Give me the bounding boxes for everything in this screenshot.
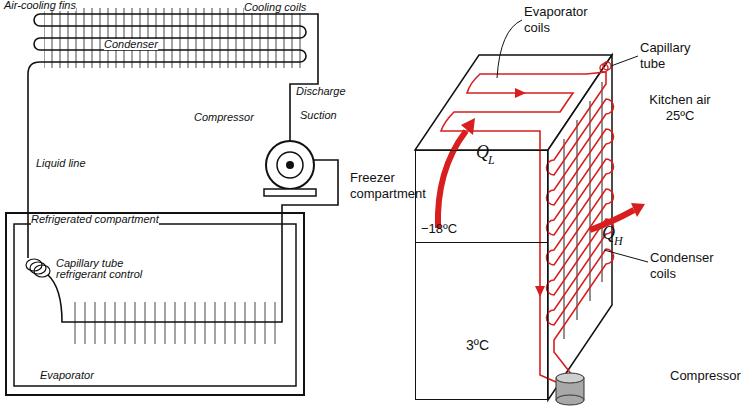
heat-subscript: L (488, 154, 495, 166)
part-label: Freezer compartment (350, 170, 432, 202)
evaporator-fins (70, 302, 276, 344)
compressor-body (266, 141, 314, 189)
heat-symbol: Q (602, 224, 615, 242)
flow-arrow (535, 286, 545, 297)
part-label: Capillary tube (640, 40, 702, 72)
flow-arrow (515, 88, 526, 98)
part-label: Compressor (194, 112, 254, 123)
heat-arrow-head (461, 118, 475, 135)
part-label: Compressor (670, 368, 741, 384)
heat-subscript: H (614, 235, 623, 247)
part-label: Discharge (296, 86, 346, 97)
heat-arrow (438, 131, 466, 228)
capillary-coil (603, 62, 611, 70)
capillary-coil (34, 265, 50, 277)
part-label: Capillary tube refrigerant control (56, 258, 166, 280)
part-label: Liquid line (36, 158, 86, 169)
freezer-section: −18ºC (415, 150, 548, 243)
fridge-section: 3ºC (415, 242, 548, 401)
compressor-rotor (277, 152, 303, 178)
part-label: Condenser coils (650, 250, 725, 282)
part-label: Evaporator coils (524, 4, 599, 36)
compartment-box: Refrigerated compartment (5, 212, 305, 396)
condenser-tube (28, 14, 318, 258)
ambient-label: Kitchen air 25ºC (640, 92, 720, 124)
leader-line (611, 56, 638, 66)
part-label: Evaporator (40, 370, 94, 381)
evaporator-coil (441, 72, 606, 382)
leader-line (604, 250, 648, 262)
capillary-coil (30, 262, 46, 274)
compressor-bottom (556, 395, 584, 405)
compressor-top (556, 373, 584, 383)
part-label: Suction (300, 110, 337, 121)
part-label: Condenser (104, 39, 158, 50)
heat-symbol: Q (476, 143, 489, 161)
compressor-base (264, 189, 316, 196)
part-label: Cooling coils (244, 2, 306, 13)
node-label: Refrigerated compartment (31, 214, 159, 225)
heat-arrow-head (631, 203, 645, 217)
node-label: −18ºC (421, 221, 457, 237)
condenser-wires (564, 82, 602, 339)
part-label: Air-cooling fins (4, 0, 76, 11)
leader-line (497, 20, 522, 78)
node-label: 3ºC (466, 337, 489, 353)
compressor-shaft (286, 161, 294, 169)
inner-wall (14, 224, 296, 386)
